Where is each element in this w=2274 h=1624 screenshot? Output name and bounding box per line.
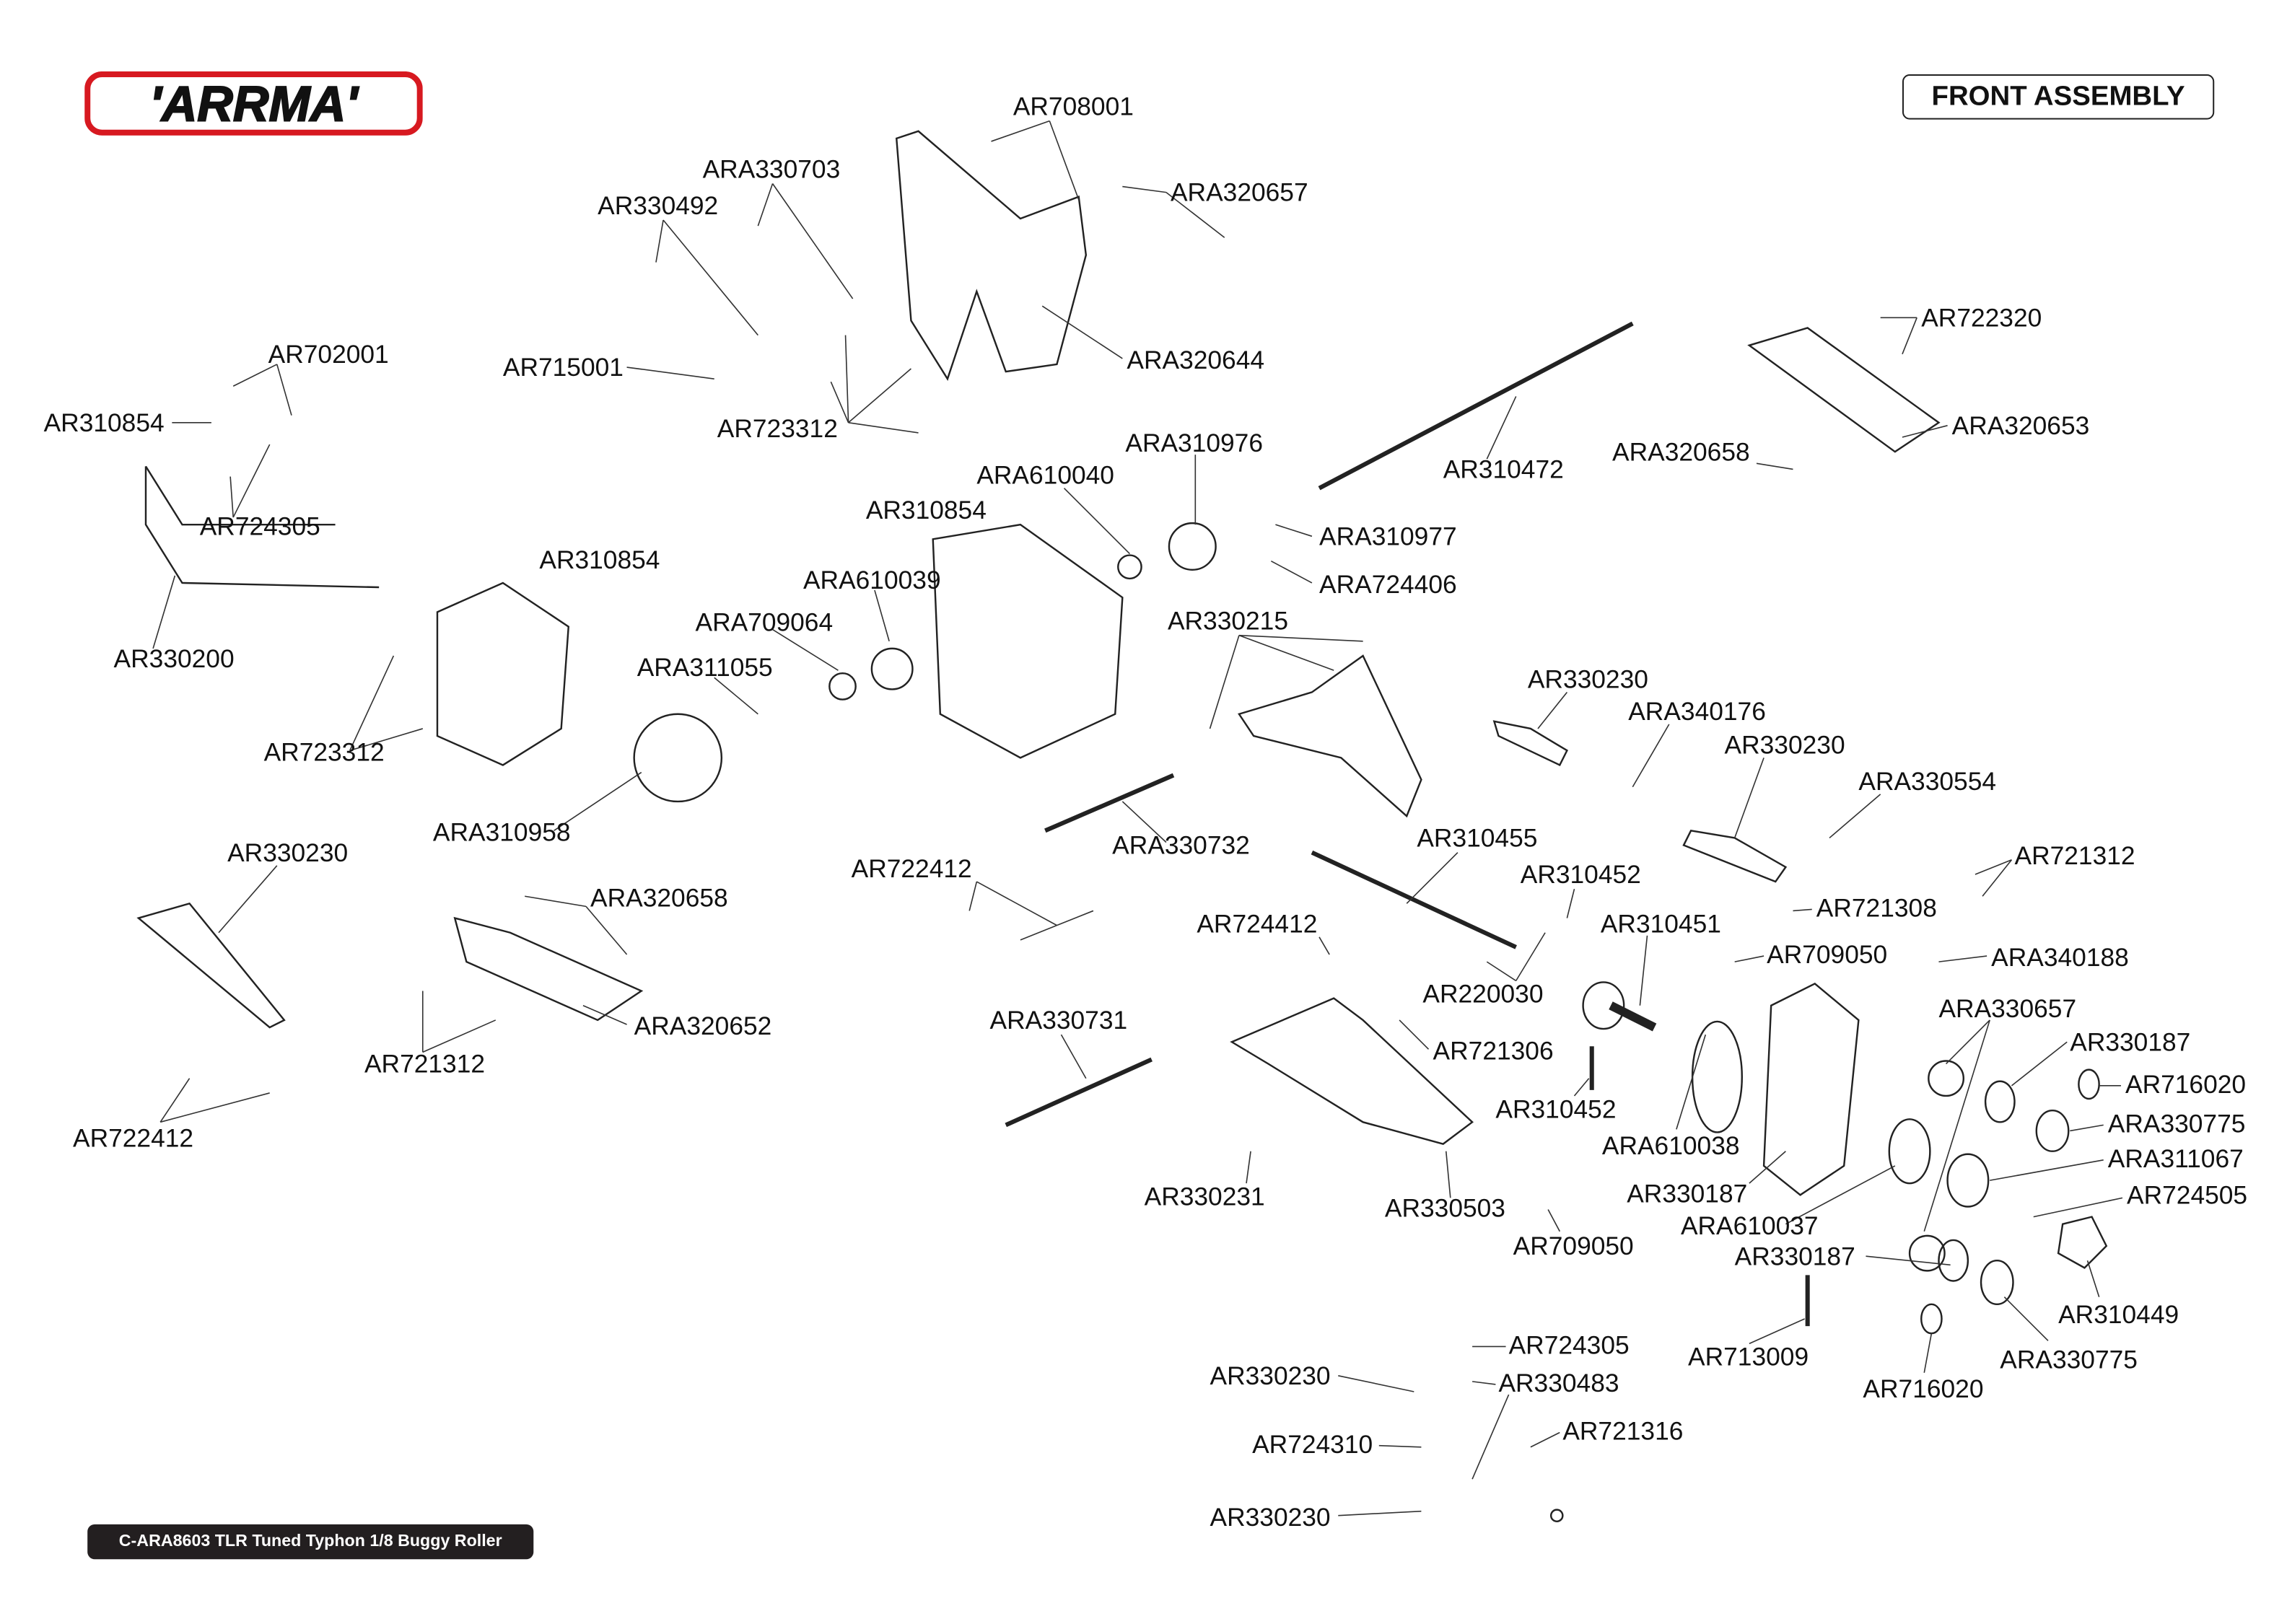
lower-arm-part — [1230, 997, 1474, 1145]
part-number-label: AR722320 — [1921, 303, 2042, 333]
part-number-label: AR330230 — [1724, 729, 1845, 760]
part-number-label: AR310854 — [539, 545, 660, 574]
part-number-label: ARA610037 — [1680, 1211, 1819, 1240]
part-number-label: ARA330657 — [1938, 993, 2077, 1023]
diff-gear-part — [633, 713, 723, 803]
part-number-label: AR721312 — [364, 1049, 486, 1079]
part-number-label: ARA330732 — [1112, 830, 1250, 860]
page-title: FRONT ASSEMBLY — [1902, 74, 2215, 120]
part-number-label: AR721306 — [1433, 1036, 1554, 1066]
part-number-label: ARA610040 — [976, 460, 1114, 490]
part-number-label: AR310455 — [1417, 823, 1538, 853]
part-number-label: AR310452 — [1520, 859, 1641, 890]
part-number-label: AR708001 — [1013, 92, 1134, 121]
part-number-label: AR330503 — [1384, 1193, 1505, 1223]
part-number-label: AR330187 — [2070, 1027, 2191, 1057]
part-number-label: AR709050 — [1513, 1231, 1634, 1261]
svg-text:'ARRMA': 'ARRMA' — [149, 76, 359, 132]
part-number-label: ARA340188 — [1991, 942, 2129, 973]
part-number-label: AR724305 — [199, 511, 320, 541]
part-number-label: AR713009 — [1688, 1342, 1809, 1371]
part-number-label: ARA320652 — [634, 1011, 772, 1041]
part-number-label: ARA330775 — [2000, 1345, 2138, 1374]
part-number-label: ARA320644 — [1127, 345, 1265, 375]
part-number-label: ARA320658 — [1612, 436, 1750, 467]
part-number-label: ARA340176 — [1628, 696, 1766, 726]
part-number-label: AR721316 — [1562, 1416, 1684, 1446]
part-number-label: AR310854 — [865, 495, 987, 525]
part-number-label: AR722412 — [72, 1123, 194, 1153]
steering-arm-part — [1747, 327, 1941, 453]
part-number-label: ARA311067 — [2107, 1144, 2244, 1174]
part-number-label: ARA330731 — [989, 1005, 1128, 1035]
part-number-label: ARA320658 — [590, 883, 728, 913]
upper-arm-part — [1237, 654, 1422, 818]
part-number-label: AR715001 — [502, 352, 624, 382]
part-number-label: ARA330703 — [702, 154, 841, 184]
part-number-label: AR330230 — [1527, 664, 1648, 694]
part-number-label: AR702001 — [268, 339, 389, 369]
part-number-label: AR330230 — [1210, 1361, 1331, 1390]
arrma-logo: 'ARRMA' — [84, 71, 423, 136]
part-number-label: AR220030 — [1422, 979, 1544, 1009]
part-number-label: AR724310 — [1252, 1429, 1373, 1459]
part-number-label: AR724505 — [2127, 1180, 2248, 1210]
part-number-label: ARA320657 — [1170, 177, 1308, 207]
driveshaft-part — [1318, 321, 1634, 491]
part-number-label: ARA310976 — [1125, 428, 1264, 458]
part-number-label: ARA709064 — [695, 607, 834, 637]
part-number-label: AR330187 — [1734, 1241, 1855, 1271]
part-number-label: AR330230 — [1210, 1502, 1331, 1532]
part-number-label: AR310452 — [1495, 1094, 1617, 1124]
part-number-label: AR724305 — [1508, 1330, 1630, 1360]
part-number-label: AR724412 — [1197, 909, 1318, 939]
part-number-label: AR310449 — [2058, 1299, 2179, 1330]
skid-plate-part — [136, 902, 286, 1029]
footer-model-label: C-ARA8603 TLR Tuned Typhon 1/8 Buggy Rol… — [87, 1524, 534, 1560]
part-number-label: AR721312 — [2014, 840, 2135, 870]
part-number-label: ARA320653 — [1951, 411, 2090, 441]
part-number-label: ARA724406 — [1319, 569, 1457, 600]
part-number-label: AR330231 — [1144, 1182, 1265, 1211]
part-number-label: AR330492 — [598, 190, 719, 221]
diff-case-part — [436, 581, 570, 766]
part-number-label: AR723312 — [263, 737, 385, 767]
part-number-label: AR722412 — [851, 853, 972, 884]
part-number-label: AR721308 — [1816, 893, 1937, 923]
part-number-label: AR709050 — [1767, 939, 1888, 970]
part-number-label: ARA330554 — [1858, 766, 1997, 796]
part-number-label: AR330200 — [113, 644, 235, 674]
part-number-label: ARA311055 — [637, 652, 773, 682]
gearbox-part — [932, 523, 1124, 759]
part-number-label: AR310472 — [1443, 455, 1564, 484]
part-number-label: AR330215 — [1167, 606, 1289, 636]
part-number-label: AR716020 — [1863, 1374, 1984, 1404]
part-number-label: AR310854 — [43, 408, 165, 437]
part-number-label: AR723312 — [717, 413, 838, 444]
shock-tower-part — [895, 130, 1088, 381]
part-number-label: AR310451 — [1600, 909, 1721, 939]
part-number-label: ARA330775 — [2107, 1109, 2246, 1138]
part-number-label: ARA310977 — [1319, 522, 1457, 551]
part-number-label: ARA610039 — [803, 565, 941, 595]
part-number-label: AR330187 — [1627, 1179, 1748, 1208]
hub-carrier-part — [1762, 982, 1860, 1196]
part-number-label: ARA310958 — [432, 817, 571, 847]
sway-bar-part — [144, 465, 336, 526]
part-number-label: AR716020 — [2125, 1069, 2247, 1100]
part-number-label: ARA610038 — [1601, 1131, 1740, 1160]
part-number-label: AR330230 — [227, 838, 349, 867]
part-number-label: AR330483 — [1498, 1368, 1619, 1398]
